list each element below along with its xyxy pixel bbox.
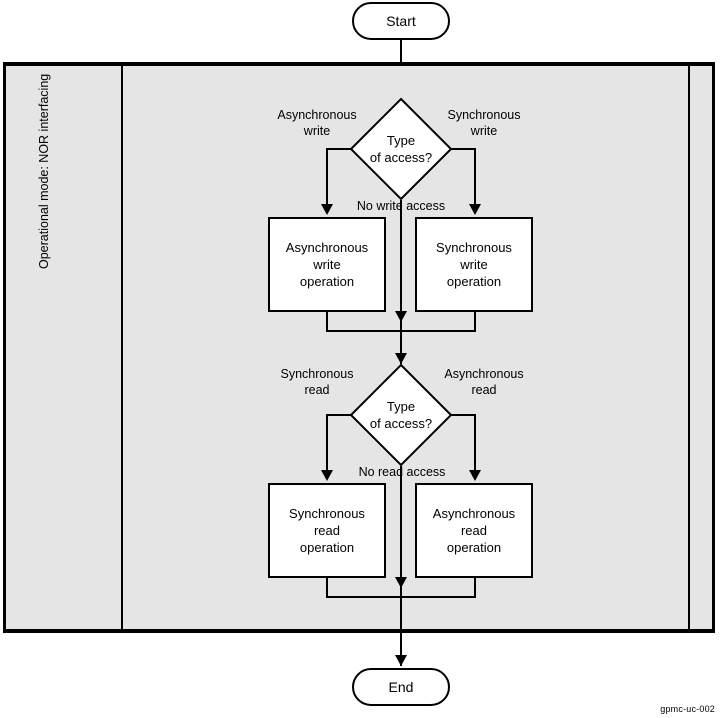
edge-read-right-vertical bbox=[474, 414, 476, 472]
edge-read-merge-to-end bbox=[400, 588, 402, 666]
edge-no-read-access bbox=[400, 466, 402, 588]
arrowhead-write-merge bbox=[395, 311, 407, 322]
arrowhead-to-end bbox=[395, 655, 407, 666]
edge-label-no-read-access: No read access bbox=[358, 465, 446, 479]
start-terminator: Start bbox=[352, 2, 450, 40]
arrowhead-write-right bbox=[469, 204, 481, 215]
arrowhead-read-right bbox=[469, 470, 481, 481]
arrowhead-write-left bbox=[321, 204, 333, 215]
edge-write-right-vertical bbox=[474, 148, 476, 206]
arrowhead-read-merge bbox=[395, 577, 407, 588]
end-label: End bbox=[388, 679, 414, 695]
figure-id-watermark: gpmc-uc-002 bbox=[660, 704, 715, 714]
band-label: Operational mode: NOR interfacing bbox=[37, 73, 51, 269]
edge-label-no-write-access: No write access bbox=[356, 199, 446, 213]
sync-read-operation-label: Synchronous read operation bbox=[289, 506, 365, 555]
sync-write-operation-label: Synchronous write operation bbox=[436, 240, 512, 289]
band-divider-right bbox=[688, 62, 690, 633]
edge-sync-write-down bbox=[474, 312, 476, 332]
async-write-operation-box: Asynchronous write operation bbox=[268, 217, 386, 312]
edge-label-sync-write: Synchronous write bbox=[447, 108, 521, 138]
edge-no-write-access bbox=[400, 200, 402, 322]
edge-write-left-vertical bbox=[326, 148, 328, 206]
arrowhead-read-left bbox=[321, 470, 333, 481]
edge-write-left-horizontal bbox=[326, 148, 352, 150]
edge-async-read-down bbox=[474, 578, 476, 598]
async-read-operation-box: Asynchronous read operation bbox=[415, 483, 533, 578]
edge-label-sync-read: Synchronous read bbox=[280, 367, 354, 397]
diamond-shape-icon bbox=[349, 97, 453, 201]
start-label: Start bbox=[386, 13, 416, 29]
edge-async-write-down bbox=[326, 312, 328, 332]
end-terminator: End bbox=[352, 668, 450, 706]
arrowhead-to-read-decision bbox=[395, 353, 407, 364]
edge-read-left-vertical bbox=[326, 414, 328, 472]
edge-read-right-horizontal bbox=[450, 414, 476, 416]
edge-read-left-horizontal bbox=[326, 414, 352, 416]
band-divider-left bbox=[121, 62, 123, 633]
edge-label-async-read: Asynchronous read bbox=[444, 367, 524, 397]
edge-write-merge-to-read-decision bbox=[400, 322, 402, 364]
diamond-shape-icon bbox=[349, 363, 453, 467]
edge-label-async-write: Asynchronous write bbox=[277, 108, 357, 138]
async-write-operation-label: Asynchronous write operation bbox=[285, 240, 369, 289]
edge-sync-read-down bbox=[326, 578, 328, 598]
sync-write-operation-box: Synchronous write operation bbox=[415, 217, 533, 312]
async-read-operation-label: Asynchronous read operation bbox=[432, 506, 516, 555]
edge-write-right-horizontal bbox=[450, 148, 476, 150]
sync-read-operation-box: Synchronous read operation bbox=[268, 483, 386, 578]
